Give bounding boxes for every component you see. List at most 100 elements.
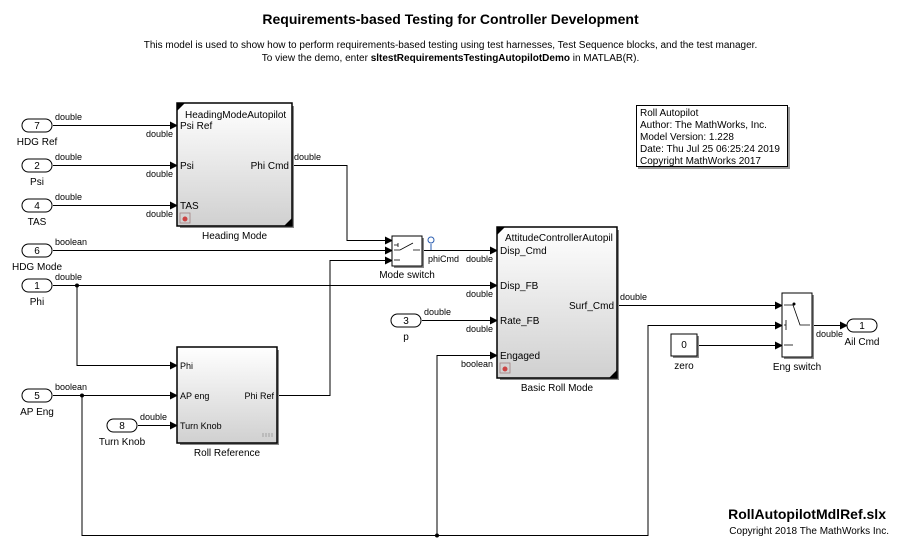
block-caption: Heading Mode xyxy=(202,231,267,242)
port-label: TAS xyxy=(180,201,199,212)
inport-psi[interactable]: 2 Psi xyxy=(21,158,53,188)
signal-phi-ref[interactable] xyxy=(277,256,393,396)
port-label: Rate_FB xyxy=(500,316,540,327)
copyright-text: Copyright 2018 The MathWorks Inc. xyxy=(729,526,889,537)
port-label: Disp_Cmd xyxy=(500,246,547,257)
signal-lines xyxy=(53,121,848,536)
signal-type-labels: double double double double double doubl… xyxy=(55,112,843,422)
heading-mode-block[interactable]: HeadingModeAutopilot Psi Ref Psi TAS Phi… xyxy=(176,102,294,242)
port-label: Psi Ref xyxy=(180,121,212,132)
inport-number: 1 xyxy=(34,281,40,292)
inport-label: Psi xyxy=(30,177,44,188)
type-label: boolean xyxy=(55,237,87,247)
model-file-name: RollAutopilotMdlRef.slx xyxy=(728,506,886,522)
inport-label: p xyxy=(403,332,409,343)
type-label: double xyxy=(55,112,82,122)
signal-name-label: phiCmd xyxy=(428,254,459,264)
inport-hdg-ref[interactable]: 7 HDG Ref xyxy=(17,118,58,148)
block-title: AttitudeControllerAutopil xyxy=(505,233,613,244)
model-info-box[interactable]: Roll Autopilot Author: The MathWorks, In… xyxy=(636,105,788,167)
outport-label: Ail Cmd xyxy=(844,337,879,348)
inport-phi[interactable]: 1 Phi xyxy=(21,278,53,308)
description-line-2: To view the demo, enter sltestRequiremen… xyxy=(0,53,901,64)
constant-value: 0 xyxy=(681,340,687,351)
outport-ail-cmd[interactable]: 1 Ail Cmd xyxy=(844,318,880,348)
info-line: Date: Thu Jul 25 06:25:24 2019 xyxy=(640,144,780,155)
type-label: double xyxy=(140,412,167,422)
description-prefix: To view the demo, enter xyxy=(261,53,371,64)
type-label: double xyxy=(620,292,647,302)
block-caption: Basic Roll Mode xyxy=(521,383,594,394)
inport-label: AP Eng xyxy=(20,407,54,418)
info-line: Author: The MathWorks, Inc. xyxy=(640,120,767,131)
test-point-icon xyxy=(427,236,435,250)
info-line: Copyright MathWorks 2017 xyxy=(640,156,761,167)
port-label: Surf_Cmd xyxy=(569,301,614,312)
port-label: Phi Ref xyxy=(244,391,274,401)
zero-constant-block[interactable]: 0 zero xyxy=(670,333,699,372)
block-title: HeadingModeAutopilot xyxy=(185,110,286,121)
signal-ap-eng-branch[interactable] xyxy=(81,321,783,536)
block-caption: Mode switch xyxy=(379,270,435,281)
inport-label: Turn Knob xyxy=(99,437,146,448)
type-label: double xyxy=(55,152,82,162)
basic-roll-mode-block[interactable]: AttitudeControllerAutopil Disp_Cmd Disp_… xyxy=(496,226,619,394)
signal-engaged[interactable] xyxy=(436,351,498,536)
eng-switch-block[interactable]: Eng switch xyxy=(773,292,821,373)
type-label: double xyxy=(146,129,173,139)
model-ref-icon xyxy=(499,362,511,374)
block-caption: Eng switch xyxy=(773,362,821,373)
inport-number: 6 xyxy=(34,246,40,257)
type-label: boolean xyxy=(55,382,87,392)
page-title: Requirements-based Testing for Controlle… xyxy=(262,11,639,27)
inport-label: Phi xyxy=(30,297,44,308)
signal-phi-branch[interactable] xyxy=(76,285,178,370)
inport-number: 3 xyxy=(403,316,409,327)
inport-ap-eng[interactable]: 5 AP Eng xyxy=(20,388,54,418)
junction-dot xyxy=(80,393,84,398)
mode-switch-block[interactable]: phiCmd Mode switch xyxy=(379,235,459,281)
port-label: Disp_FB xyxy=(500,281,539,292)
type-label: double xyxy=(816,329,843,339)
port-label: Phi xyxy=(180,361,193,371)
inport-p[interactable]: 3 p xyxy=(390,313,422,343)
type-label: double xyxy=(146,209,173,219)
type-label: boolean xyxy=(461,359,493,369)
type-label: double xyxy=(424,307,451,317)
inport-number: 4 xyxy=(34,201,40,212)
port-label: AP eng xyxy=(180,391,209,401)
port-label: Turn Knob xyxy=(180,421,222,431)
info-line: Model Version: 1.228 xyxy=(640,132,734,143)
junction-dot xyxy=(435,533,439,538)
subsystem-icon xyxy=(262,433,273,437)
roll-reference-block[interactable]: Phi AP eng Turn Knob Phi Ref Roll Refere… xyxy=(176,346,279,459)
description-suffix: in MATLAB(R). xyxy=(569,53,640,64)
description-line-1: This model is used to show how to perfor… xyxy=(143,40,758,51)
inport-hdg-mode[interactable]: 6 HDG Mode xyxy=(12,243,62,273)
branch-points xyxy=(75,283,439,538)
type-label: double xyxy=(55,192,82,202)
port-label: Psi xyxy=(180,161,194,172)
inport-number: 7 xyxy=(34,121,40,132)
info-line: Roll Autopilot xyxy=(640,108,699,119)
type-label: double xyxy=(294,152,321,162)
signal-phi-cmd[interactable] xyxy=(292,165,393,245)
type-label: double xyxy=(466,289,493,299)
inport-label: HDG Ref xyxy=(17,137,58,148)
model-ref-icon xyxy=(179,212,191,224)
block-caption: zero xyxy=(674,361,694,372)
outport-number: 1 xyxy=(859,321,865,332)
inport-label: HDG Mode xyxy=(12,262,62,273)
inport-number: 8 xyxy=(119,421,125,432)
inports: 7 HDG Ref 2 Psi 4 TAS 6 HDG Mode 1 Phi 3… xyxy=(12,118,422,448)
inport-turn-knob[interactable]: 8 Turn Knob xyxy=(99,418,146,448)
inport-label: TAS xyxy=(28,217,47,228)
junction-dot xyxy=(75,283,79,288)
port-label: Phi Cmd xyxy=(251,161,289,172)
inport-number: 5 xyxy=(34,391,40,402)
type-label: double xyxy=(466,254,493,264)
inport-tas[interactable]: 4 TAS xyxy=(21,198,53,228)
demo-command[interactable]: sltestRequirementsTestingAutopilotDemo xyxy=(370,53,570,64)
port-label: Engaged xyxy=(500,351,540,362)
